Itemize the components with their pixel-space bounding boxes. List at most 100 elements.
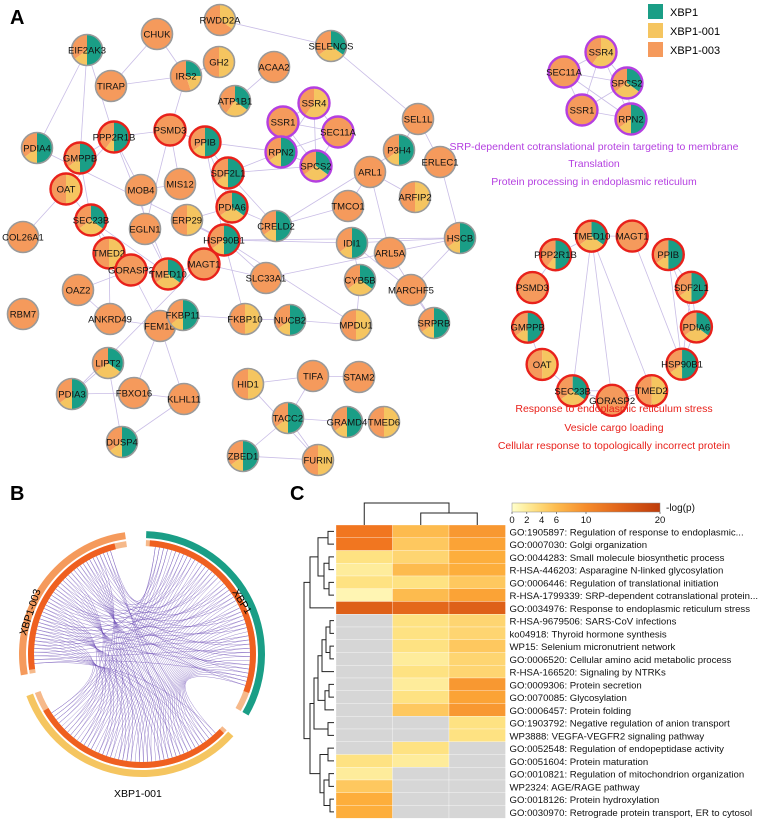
- cluster2-terms: Response to endoplasmic reticulum stress…: [498, 403, 730, 452]
- heatmap-col-dendrogram: [363, 502, 478, 525]
- node-cyb5b-slice: [347, 280, 373, 296]
- node-stam2-label: STAM2: [344, 373, 375, 384]
- cluster1-node-ssr4-label: SSR4: [589, 48, 614, 59]
- node-fkbp10-slice: [245, 303, 261, 335]
- chord-link: [34, 660, 248, 678]
- node-psmd3-ring: [153, 113, 187, 147]
- node-ssr4-slice: [304, 87, 330, 119]
- node-pdia4-label: PDIA4: [23, 144, 50, 155]
- heatmap-cell: [448, 550, 506, 564]
- node-oaz2: [61, 273, 95, 307]
- node-arfip2-slice: [415, 181, 431, 213]
- node-nucb2-slice: [290, 304, 306, 336]
- heatmap-cell: [335, 537, 393, 551]
- node-tmed10: [151, 257, 185, 291]
- chord-link: [90, 566, 206, 750]
- node-hid1-slice: [232, 368, 248, 400]
- node-egln1-slice: [129, 213, 161, 245]
- heatmap-cell: [335, 614, 393, 628]
- node-fbxo16-slice: [118, 377, 150, 409]
- heatmap-row-label: GO:0006520: Cellular amino acid metaboli…: [510, 655, 732, 666]
- cluster2-node-pdia6-slice: [683, 326, 709, 343]
- heatmap-cell: [392, 728, 450, 742]
- node-fkbp10-label: FKBP10: [227, 315, 262, 326]
- node-mpdu1-slice: [340, 309, 356, 341]
- cluster1-term-1: SRP-dependent cotranslational protein ta…: [450, 141, 739, 153]
- cluster2-node-hsp90b1-label: HSP90B1: [661, 360, 703, 371]
- heatmap-row-label: GO:0044283: Small molecule biosynthetic …: [510, 553, 725, 564]
- node-erp29-ring: [170, 203, 204, 237]
- node-creld2: [259, 209, 293, 243]
- heatmap-cell: [448, 792, 506, 806]
- node-lipt2: [91, 346, 125, 380]
- node-erlec1: [423, 145, 457, 179]
- node-gorasp2: [114, 253, 148, 287]
- node-gh2-slice: [219, 46, 235, 78]
- node-fbxo16-label: FBXO16: [116, 389, 152, 400]
- node-atp1b1: [218, 84, 252, 118]
- node-fkbp11: [166, 298, 200, 332]
- node-marchf5: [394, 273, 428, 307]
- cluster2-edge: [667, 254, 683, 365]
- node-irs2-label: IRS2: [175, 72, 196, 83]
- node-tmed10-slice: [155, 274, 181, 290]
- cluster2-node-tmed10-label: TMED10: [573, 232, 610, 243]
- node-magt1: [187, 247, 221, 281]
- node-creld2-ring: [259, 209, 293, 243]
- chord-link: [79, 565, 173, 758]
- node-gmppb-label: GMPPB: [63, 154, 97, 165]
- heatmap-row-label: GO:0018126: Protein hydroxylation: [510, 795, 660, 806]
- cluster2-node-ppib: [651, 237, 685, 272]
- node-sdf2l1-slice: [228, 157, 244, 189]
- heatmap-cell: [335, 716, 393, 730]
- node-arl1-label: ARL1: [358, 168, 382, 179]
- chord-link: [172, 648, 250, 754]
- heatmap-row-label: R-HSA-446203: Asparagine N-linked glycos…: [510, 566, 724, 577]
- node-dusp4-label: DUSP4: [106, 438, 138, 449]
- chord-link: [175, 656, 250, 751]
- node-ankrd49: [93, 302, 127, 336]
- chord-link: [181, 669, 249, 742]
- node-rbm7-slice: [7, 298, 39, 330]
- node-slc33a1-slice: [250, 262, 282, 294]
- chord-link: [103, 553, 213, 737]
- node-mob4: [124, 173, 158, 207]
- heatmap-cell: [392, 652, 450, 666]
- node-atp1b1-slice: [219, 85, 235, 114]
- heatmap-cell: [335, 588, 393, 602]
- heatmap-row-label: GO:1903792: Negative regulation of anion…: [510, 719, 731, 730]
- node-pdia3-label: PDIA3: [58, 390, 85, 401]
- node-selenos-ring: [314, 29, 348, 63]
- chord-link: [122, 589, 230, 761]
- node-stam2-ring: [342, 360, 376, 394]
- node-sdf2l1: [211, 156, 245, 190]
- cluster1-node-sec11a-label: SEC11A: [546, 68, 582, 79]
- node-egln1-label: EGLN1: [129, 225, 160, 236]
- node-fbxo16-ring: [117, 376, 151, 410]
- cluster2-node-sec23b-slice: [560, 390, 586, 407]
- node-spcs2: [299, 149, 333, 183]
- node-gh2-slice: [203, 46, 219, 78]
- chord-link: [73, 569, 210, 739]
- node-tifa: [296, 359, 330, 393]
- cluster2-node-sdf2l1-label: SDF2L1: [674, 283, 709, 294]
- legend-swatch-xbp1: [648, 4, 663, 19]
- node-hscb-slice: [460, 222, 476, 254]
- cluster2-node-oat-slice: [526, 348, 543, 380]
- node-pdia6-ring: [215, 190, 249, 224]
- node-ppib: [188, 125, 222, 159]
- node-atp1b1-slice: [225, 101, 248, 117]
- node-tmed10-ring: [151, 257, 185, 291]
- node-ppib-slice: [205, 126, 221, 158]
- heatmap-cell: [392, 779, 450, 793]
- node-p3h4-label: P3H4: [387, 146, 411, 157]
- heatmap-cell: [335, 524, 393, 538]
- chord-link: [110, 550, 177, 757]
- node-stam2: [342, 360, 376, 394]
- cluster1-node-sec11a-ring: [547, 55, 581, 89]
- node-cyb5b: [343, 263, 377, 297]
- network-edge: [144, 129, 171, 230]
- chord-link: [167, 639, 250, 757]
- node-klhl11: [167, 382, 201, 416]
